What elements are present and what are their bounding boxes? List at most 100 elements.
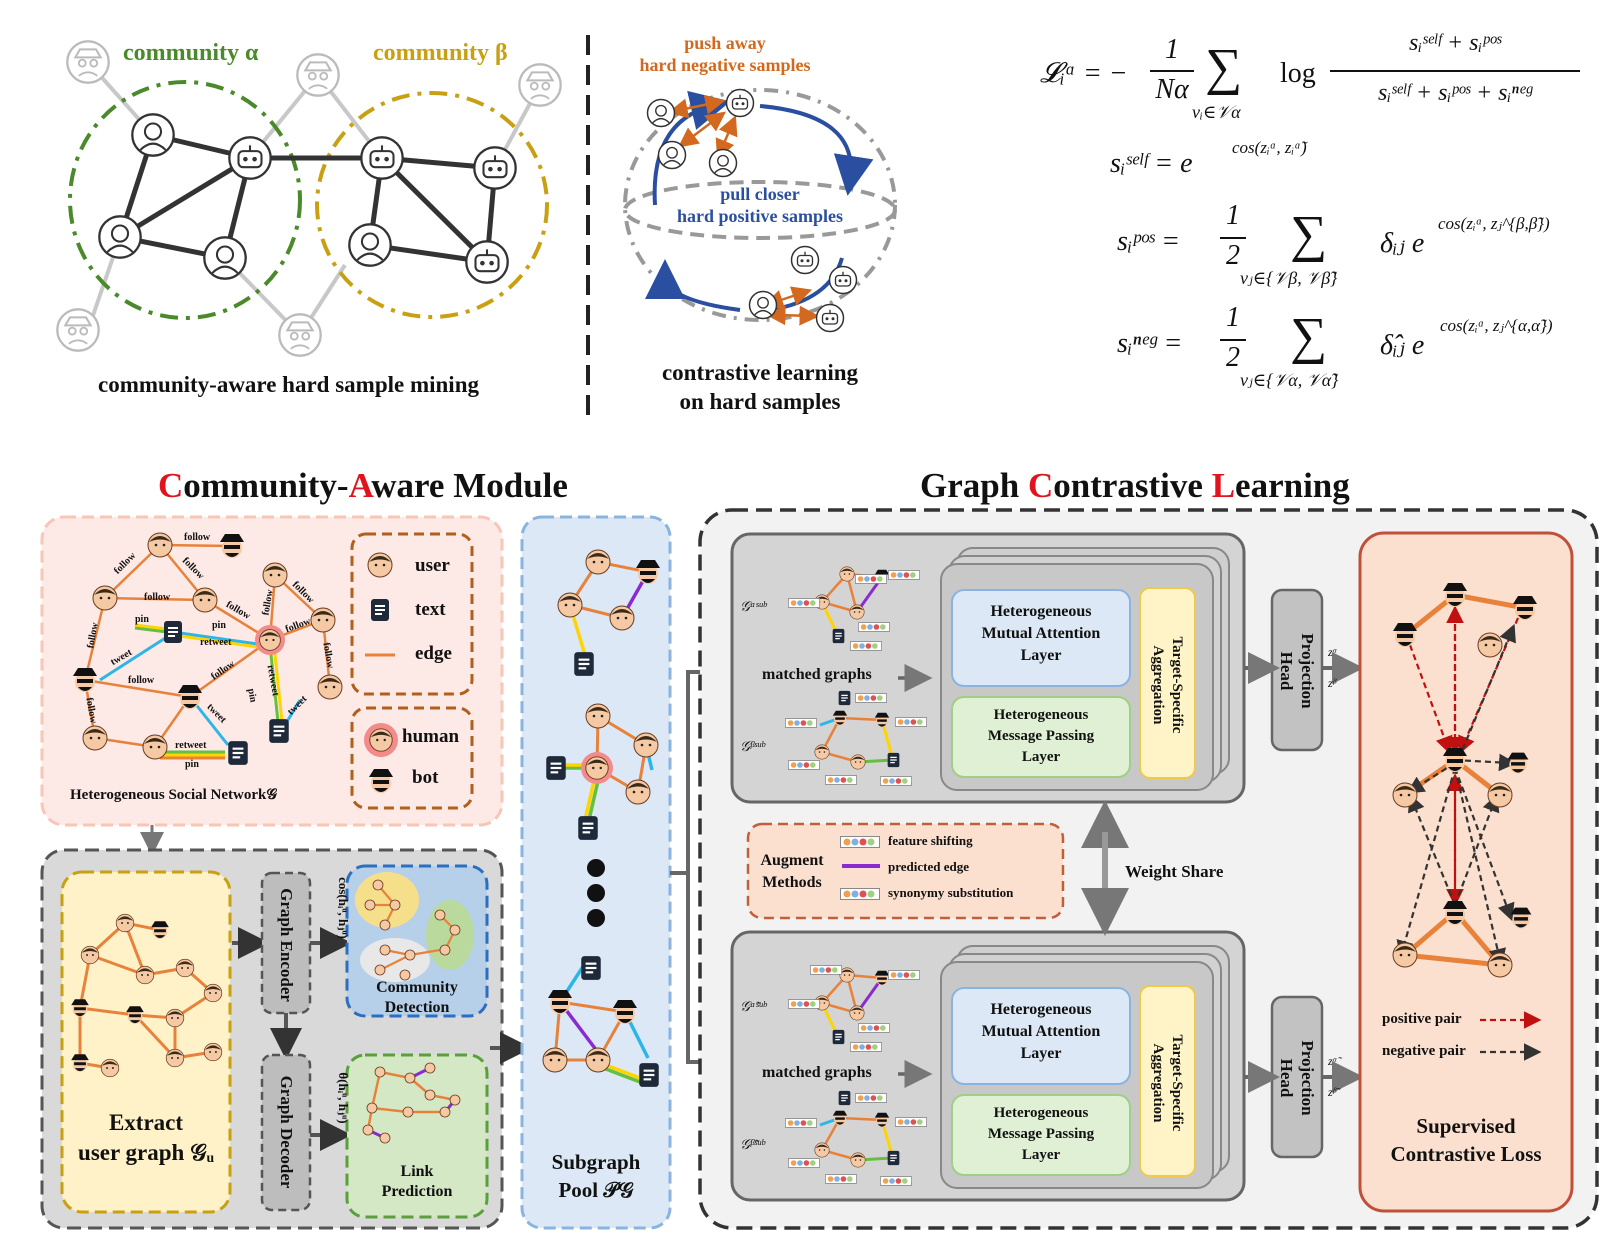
hmp-line1: Heterogeneous xyxy=(993,707,1089,723)
neg-sum-sub: vⱼ∈{𝒱α, 𝒱α̃} xyxy=(1240,370,1339,390)
hma-layer-lower: Heterogeneous Mutual Attention Layer xyxy=(952,999,1130,1065)
subgraph-pool xyxy=(520,515,672,1230)
push-away-label: push away hard negative samples xyxy=(600,32,850,76)
edge-label: retweet xyxy=(175,740,207,751)
subgraph-pool-line1: Subgraph xyxy=(551,1150,641,1174)
loss-log: log xyxy=(1280,58,1316,89)
aug-predicted-edge: predicted edge xyxy=(888,859,969,874)
tsa-line1: Target-Specific xyxy=(1169,636,1185,734)
gcl-title-part1: ontrastive xyxy=(1053,466,1212,505)
edge-label: pin xyxy=(212,620,226,631)
proj-line2: Head xyxy=(1277,1058,1296,1098)
neg-exp: cos(zᵢᵅ, zⱼ^{α,α̃}) xyxy=(1440,316,1553,335)
neg-sum-symbol: ∑ xyxy=(1290,308,1328,365)
edge-label: follow xyxy=(144,592,171,603)
hmp-layer-lower: Heterogeneous Message Passing Layer xyxy=(952,1103,1130,1166)
edge-label: retweet xyxy=(200,637,232,648)
positive-pair-label: positive pair xyxy=(1382,1011,1462,1027)
aug-synonymy: synonymy substitution xyxy=(888,885,1014,900)
pos-sum-symbol: ∑ xyxy=(1290,206,1328,263)
gcl-title-g: Graph xyxy=(920,466,1028,505)
gcl-title-l: L xyxy=(1211,466,1236,505)
subgraph-pool-caption: Subgraph Pool 𝒫𝒢 xyxy=(522,1148,670,1204)
neg-half-den: 2 xyxy=(1226,342,1240,373)
legend-user: user xyxy=(415,555,450,576)
g-beta-sub-label: 𝒢ᵝˢᵘᵇ xyxy=(740,740,765,755)
gcl-title-c: C xyxy=(1027,466,1054,505)
pull-closer-label: pull closer hard positive samples xyxy=(650,183,870,227)
cam-title-part1: ommunity- xyxy=(183,466,349,505)
matched-graphs-label: matched graphs xyxy=(762,666,872,683)
community-alpha-label: community α xyxy=(123,40,259,66)
g-alpha-sub-label: 𝒢ᵅˢᵘᵇ xyxy=(740,600,767,615)
loss-frac-den: Nα xyxy=(1155,74,1189,105)
loss-denominator: sᵢˢᵉˡᶠ + sᵢᵖᵒˢ + sᵢⁿᵉᵍ xyxy=(1377,80,1532,106)
neg-half-num: 1 xyxy=(1226,302,1240,333)
community-detection-line2: Detection xyxy=(384,999,450,1016)
tsa-upper: Target-Specific Aggregation xyxy=(1148,590,1186,780)
hmp-line3: Layer xyxy=(1021,1147,1061,1163)
neg-term: δ̂ᵢⱼ e xyxy=(1380,330,1425,361)
g-beta-tilde-sub-label: 𝒢ᵝ̃ˢᵘᵇ xyxy=(740,1138,765,1153)
self-lhs: sᵢˢᵉˡᶠ = e xyxy=(1110,148,1193,179)
weight-share-label: Weight Share xyxy=(1125,862,1224,881)
tsa-lower: Target-Specific Aggregation xyxy=(1148,988,1186,1178)
cam-title-a: A xyxy=(348,466,372,505)
cam-title-c: C xyxy=(158,466,184,505)
tsa-line1: Target-Specific xyxy=(1169,1034,1185,1132)
hma-line1: Heterogeneous xyxy=(990,1001,1092,1018)
neg-half-bar xyxy=(1220,339,1246,341)
negative-pair-label: negative pair xyxy=(1382,1043,1466,1059)
hma-layer-upper: Heterogeneous Mutual Attention Layer xyxy=(952,601,1130,667)
proj-line1: Projection xyxy=(1298,1040,1317,1116)
community-detection-label: Community Detection xyxy=(347,978,487,1018)
graph-decoder-label: Graph Decoder xyxy=(277,1075,296,1189)
self-exp: cos(zᵢᵅ, zᵢᵅ̃) xyxy=(1232,138,1307,157)
gcl-title: Graph Contrastive Learning xyxy=(920,466,1350,506)
aug-feature-shifting: feature shifting xyxy=(888,833,973,848)
pos-half-den: 2 xyxy=(1226,240,1240,271)
z-alpha-tilde-label: zᵅ̃ xyxy=(1328,1054,1338,1068)
pos-term: δᵢⱼ e xyxy=(1380,228,1425,259)
augment-methods-label: Augment Methods xyxy=(752,850,832,894)
loss-main-bar xyxy=(1330,70,1580,72)
augment-line2: Methods xyxy=(762,874,822,891)
legend-human: human xyxy=(402,726,460,747)
link-prediction-label: Link Prediction xyxy=(347,1162,487,1202)
contrastive-caption: contrastive learning on hard samples xyxy=(640,358,880,416)
proj-line1: Projection xyxy=(1298,633,1317,709)
gcl-panels xyxy=(698,508,1599,1230)
edge-label: pin xyxy=(185,759,199,770)
hma-line3: Layer xyxy=(1020,647,1062,664)
edge-label: follow xyxy=(184,532,211,543)
theta-label: θ(hᵢᵘ, hⱼᵘ) xyxy=(336,1072,351,1124)
loss-frac-bar xyxy=(1150,70,1194,72)
community-graph xyxy=(56,40,562,357)
graph-encoder-label: Graph Encoder xyxy=(277,888,296,1002)
hsn-caption: Heterogeneous Social Network𝒢 xyxy=(70,787,278,803)
hard-sample-mining-caption: community-aware hard sample mining xyxy=(98,372,479,397)
legend-edge: edge xyxy=(415,643,452,664)
hma-line2: Mutual Attention xyxy=(981,1023,1101,1040)
hmp-line2: Message Passing xyxy=(987,1126,1095,1142)
pos-half-num: 1 xyxy=(1226,200,1240,231)
cam-title: Community-Aware Module xyxy=(158,466,568,506)
tsa-line2: Aggregation xyxy=(1150,1043,1166,1123)
hma-line1: Heterogeneous xyxy=(990,603,1092,620)
projection-head-upper: Projection Head xyxy=(1276,596,1318,746)
gcl-title-part2: earning xyxy=(1235,466,1350,505)
loss-numerator: sᵢˢᵉˡᶠ + sᵢᵖᵒˢ xyxy=(1409,30,1501,56)
hma-line3: Layer xyxy=(1020,1045,1062,1062)
pos-exp: cos(zᵢᵅ, zⱼ^{β,β̃}) xyxy=(1438,214,1550,233)
projection-head-lower: Projection Head xyxy=(1276,1003,1318,1153)
hmp-line2: Message Passing xyxy=(987,728,1095,744)
link-prediction-line1: Link xyxy=(400,1163,434,1180)
augment-line1: Augment xyxy=(760,852,824,869)
contrastive-caption-line2: on hard samples xyxy=(679,389,841,414)
loss-lhs: 𝓛ᵢᵅ = − xyxy=(1040,58,1128,89)
link-prediction-line2: Prediction xyxy=(381,1183,453,1200)
loss-line2: Contrastive Loss xyxy=(1390,1142,1542,1166)
community-beta-label: community β xyxy=(373,40,508,66)
contrastive-schematic xyxy=(623,88,897,333)
tsa-line2: Aggregation xyxy=(1150,645,1166,725)
